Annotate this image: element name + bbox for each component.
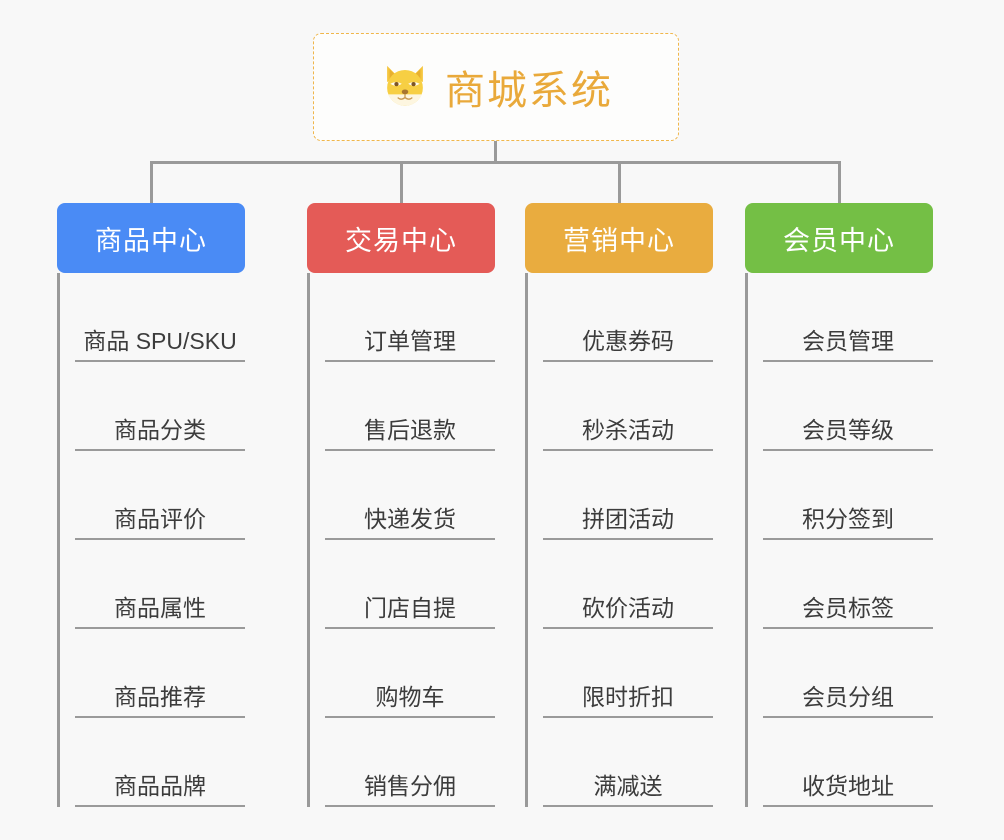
list-item-label: 商品分类	[114, 416, 206, 443]
list-item-label: 销售分佣	[364, 772, 456, 799]
list-item[interactable]: 满减送	[543, 718, 713, 807]
list-item[interactable]: 收货地址	[763, 718, 933, 807]
list-item-label: 会员标签	[802, 594, 894, 621]
list-item[interactable]: 限时折扣	[543, 629, 713, 718]
list-item-label: 会员管理	[802, 327, 894, 354]
connector-drop-marketing-center	[618, 161, 621, 203]
list-item-label: 门店自提	[364, 594, 456, 621]
list-item[interactable]: 会员管理	[763, 273, 933, 362]
list-item[interactable]: 积分签到	[763, 451, 933, 540]
list-item[interactable]: 门店自提	[325, 540, 495, 629]
list-item[interactable]: 购物车	[325, 629, 495, 718]
list-item-label: 会员分组	[802, 683, 894, 710]
column-header-label: 交易中心	[345, 225, 457, 256]
list-item-label: 订单管理	[364, 327, 456, 354]
column-product-center: 商品中心 商品 SPU/SKU 商品分类 商品评价 商品属性 商品推荐 商品品牌	[57, 203, 245, 807]
column-header-trade-center[interactable]: 交易中心	[307, 203, 495, 273]
list-item-label: 商品属性	[114, 594, 206, 621]
list-item[interactable]: 商品 SPU/SKU	[75, 273, 245, 362]
column-header-label: 营销中心	[563, 225, 675, 256]
list-item-label: 秒杀活动	[582, 416, 674, 443]
list-item-label: 会员等级	[802, 416, 894, 443]
list-item[interactable]: 订单管理	[325, 273, 495, 362]
list-item[interactable]: 优惠券码	[543, 273, 713, 362]
list-item-label: 商品品牌	[114, 772, 206, 799]
list-item[interactable]: 会员标签	[763, 540, 933, 629]
column-items-marketing-center: 优惠券码 秒杀活动 拼团活动 砍价活动 限时折扣 满减送	[525, 273, 713, 807]
list-item-label: 售后退款	[364, 416, 456, 443]
column-marketing-center: 营销中心 优惠券码 秒杀活动 拼团活动 砍价活动 限时折扣 满减送	[525, 203, 713, 807]
shiba-inu-dog-face-icon	[379, 61, 431, 113]
list-item-label: 砍价活动	[582, 594, 674, 621]
connector-root-stem	[494, 141, 497, 163]
list-item[interactable]: 商品推荐	[75, 629, 245, 718]
list-item[interactable]: 秒杀活动	[543, 362, 713, 451]
column-items-trade-center: 订单管理 售后退款 快递发货 门店自提 购物车 销售分佣	[307, 273, 495, 807]
list-item-label: 商品 SPU/SKU	[83, 327, 237, 354]
list-item-label: 拼团活动	[582, 505, 674, 532]
list-item-label: 限时折扣	[582, 683, 674, 710]
root-node-mall-system[interactable]: 商城系统	[313, 33, 679, 141]
list-item[interactable]: 砍价活动	[543, 540, 713, 629]
list-item-label: 收货地址	[802, 772, 894, 799]
list-item-label: 购物车	[375, 683, 445, 710]
connector-drop-member-center	[838, 161, 841, 203]
list-item[interactable]: 商品评价	[75, 451, 245, 540]
column-member-center: 会员中心 会员管理 会员等级 积分签到 会员标签 会员分组 收货地址	[745, 203, 933, 807]
list-item[interactable]: 商品品牌	[75, 718, 245, 807]
list-item-label: 优惠券码	[582, 327, 674, 354]
connector-horizontal-bus	[150, 161, 840, 164]
column-trade-center: 交易中心 订单管理 售后退款 快递发货 门店自提 购物车 销售分佣	[307, 203, 495, 807]
root-node-label: 商城系统	[445, 69, 613, 113]
column-items-member-center: 会员管理 会员等级 积分签到 会员标签 会员分组 收货地址	[745, 273, 933, 807]
connector-drop-trade-center	[400, 161, 403, 203]
list-item[interactable]: 商品分类	[75, 362, 245, 451]
list-item[interactable]: 快递发货	[325, 451, 495, 540]
list-item-label: 快递发货	[364, 505, 456, 532]
connector-drop-product-center	[150, 161, 153, 203]
list-item-label: 商品推荐	[114, 683, 206, 710]
list-item[interactable]: 会员等级	[763, 362, 933, 451]
column-header-product-center[interactable]: 商品中心	[57, 203, 245, 273]
list-item-label: 积分签到	[802, 505, 894, 532]
list-item[interactable]: 会员分组	[763, 629, 933, 718]
column-items-product-center: 商品 SPU/SKU 商品分类 商品评价 商品属性 商品推荐 商品品牌	[57, 273, 245, 807]
list-item[interactable]: 销售分佣	[325, 718, 495, 807]
list-item[interactable]: 商品属性	[75, 540, 245, 629]
list-item-label: 满减送	[593, 772, 663, 799]
column-header-member-center[interactable]: 会员中心	[745, 203, 933, 273]
list-item[interactable]: 售后退款	[325, 362, 495, 451]
column-header-label: 商品中心	[95, 225, 207, 256]
list-item-label: 商品评价	[114, 505, 206, 532]
list-item[interactable]: 拼团活动	[543, 451, 713, 540]
column-header-label: 会员中心	[783, 225, 895, 256]
column-header-marketing-center[interactable]: 营销中心	[525, 203, 713, 273]
